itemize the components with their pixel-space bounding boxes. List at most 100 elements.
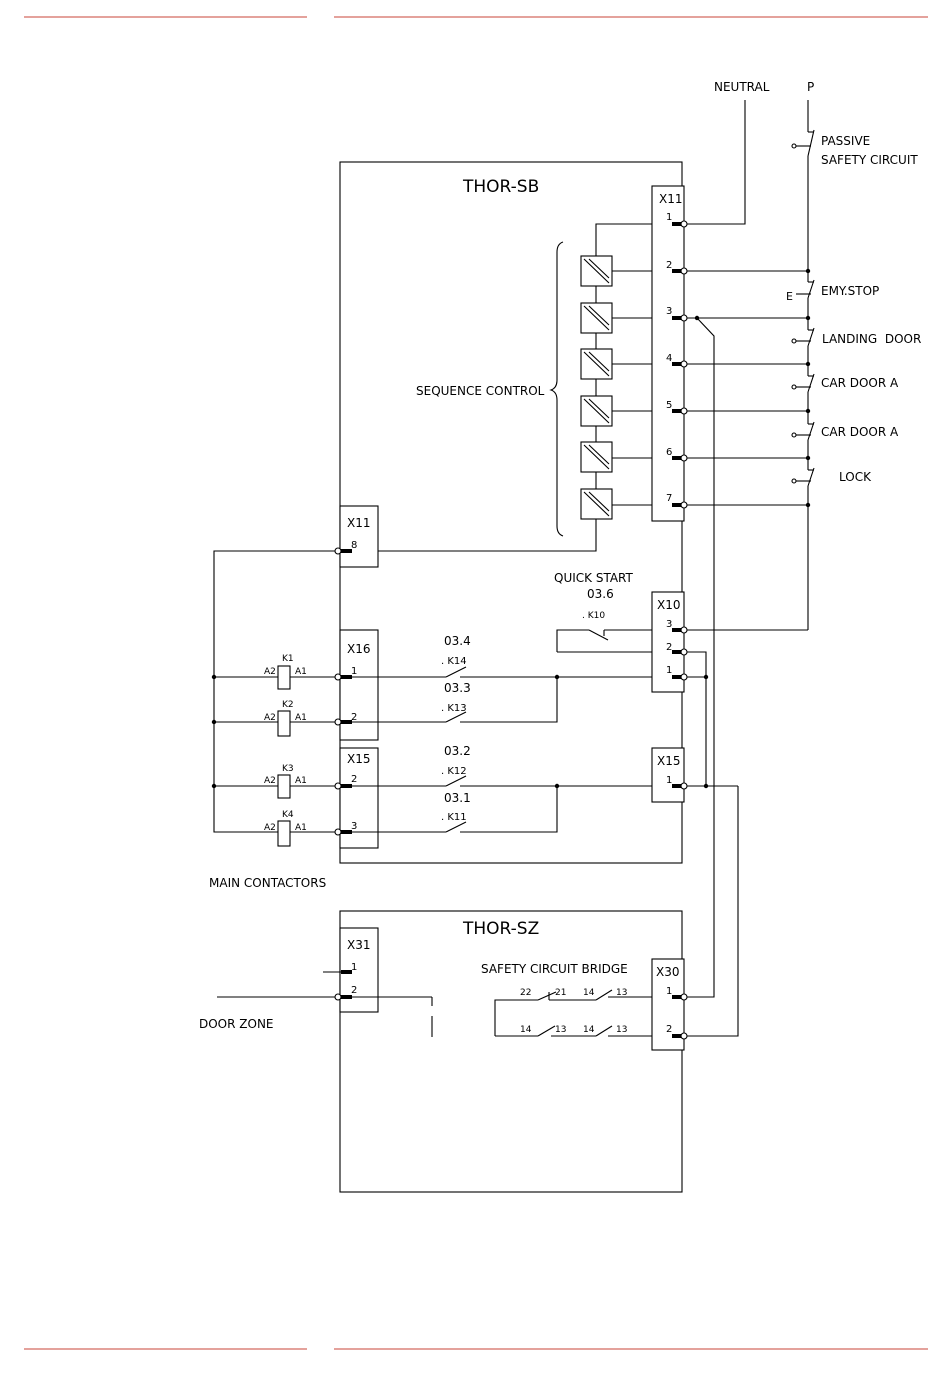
k10-contact-label: . K10	[582, 611, 605, 621]
x15-left-label: X15	[347, 752, 371, 766]
sequence-control-label: SEQUENCE CONTROL	[416, 384, 545, 398]
sequence-element-5	[580, 441, 613, 473]
connector-x15-left: X15 2 3	[339, 747, 379, 849]
landing-door-label: LANDING DOOR	[822, 332, 921, 346]
sequence-element-1	[580, 255, 613, 287]
bridge-bottom-13a: 13	[555, 1025, 566, 1035]
connector-x16: X16 1 2	[339, 629, 379, 741]
door-zone-label: DOOR ZONE	[199, 1017, 274, 1031]
x10-label: X10	[657, 598, 681, 612]
main-contactors-label: MAIN CONTACTORS	[209, 876, 326, 890]
safety-bridge-title: SAFETY CIRCUIT BRIDGE	[481, 962, 628, 976]
passive-label: PASSIVE	[821, 134, 870, 148]
lock-switch: LOCK	[791, 467, 872, 487]
x10-pin-2: 2	[666, 642, 672, 653]
x15-left-pin-3: 3	[351, 821, 357, 832]
bridge-interconnects	[684, 315, 739, 1037]
quick-start-title: QUICK START	[554, 571, 634, 585]
connector-x31: X31 1 2	[323, 927, 379, 1013]
bridge-bottom-14b: 14	[583, 1025, 595, 1035]
k14-ref: 03.4	[444, 634, 471, 648]
k13-contact-label: . K13	[441, 703, 467, 714]
sequence-brace	[549, 241, 564, 537]
relay-contact-k14: 03.4 . K14	[340, 634, 684, 678]
page-rules	[24, 16, 928, 1350]
k1-a1-label: A1	[295, 667, 307, 677]
k14-contact-label: . K14	[441, 656, 467, 667]
car-door-a-label-1: CAR DOOR A	[821, 376, 899, 390]
k4-a2-label: A2	[264, 823, 276, 833]
quick-start-contact: QUICK START 03.6 . K10	[554, 571, 808, 653]
k1-label: K1	[282, 654, 294, 664]
k13-ref: 03.3	[444, 681, 471, 695]
bridge-top-13: 13	[616, 988, 627, 998]
k11-ref: 03.1	[444, 791, 471, 805]
thor-sb-title: THOR-SB	[462, 177, 539, 197]
x11-pin-7: 7	[666, 493, 672, 504]
x11-pin-8: 8	[351, 540, 357, 551]
car-door-a-switch-2: CAR DOOR A	[791, 421, 899, 441]
passive-safety-switch: PASSIVE SAFETY CIRCUIT	[791, 129, 918, 167]
x11-pin-4: 4	[666, 353, 672, 364]
k4-label: K4	[282, 810, 294, 820]
x31-pin-2: 2	[351, 985, 357, 996]
x10-pin-1: 1	[666, 665, 672, 676]
x10-pin-3: 3	[666, 619, 672, 630]
x16-pin-1: 1	[351, 666, 357, 677]
x11-pin-2: 2	[666, 260, 672, 271]
x16-pin-2: 2	[351, 712, 357, 723]
safety-circuit-bridge: SAFETY CIRCUIT BRIDGE 22 21 14 13 14 13 …	[481, 962, 684, 1037]
bridge-bottom-14a: 14	[520, 1025, 532, 1035]
x15-right-label: X15	[657, 754, 681, 768]
x11-pin-1: 1	[666, 212, 672, 223]
x15-right-pin-1: 1	[666, 775, 672, 786]
contactor-k1: K1 A2 A1	[214, 654, 340, 690]
relay-contact-k11: 03.1 . K11	[340, 783, 560, 833]
p-label: P	[807, 80, 814, 94]
k4-a1-label: A1	[295, 823, 307, 833]
bridge-top-14: 14	[583, 988, 595, 998]
x16-label: X16	[347, 642, 371, 656]
x30-label: X30	[656, 965, 680, 979]
thor-sz-module	[339, 910, 683, 1193]
thor-sz-title: THOR-SZ	[462, 919, 539, 939]
k12-contact-label: . K12	[441, 766, 467, 777]
safety-chain-rail	[805, 100, 811, 630]
x11-low-label: X11	[347, 516, 371, 530]
car-door-a-label-2: CAR DOOR A	[821, 425, 899, 439]
neutral-rail	[684, 100, 746, 225]
x11-pin-3: 3	[666, 306, 672, 317]
emy-stop-actuator: E	[786, 290, 793, 303]
sequence-element-2	[580, 302, 613, 334]
k3-a2-label: A2	[264, 776, 276, 786]
k1-a2-label: A2	[264, 667, 276, 677]
sequence-element-3	[580, 348, 613, 380]
x31-label: X31	[347, 938, 371, 952]
contactor-k3: K3 A2 A1	[214, 764, 340, 799]
sequence-control: SEQUENCE CONTROL	[340, 223, 684, 552]
x30-pin-1: 1	[666, 986, 672, 997]
door-zone-wire: DOOR ZONE	[199, 996, 433, 1037]
quick-start-ref: 03.6	[587, 587, 614, 601]
k2-a2-label: A2	[264, 713, 276, 723]
lock-label: LOCK	[839, 470, 872, 484]
car-door-a-switch-1: CAR DOOR A	[791, 373, 899, 393]
connector-x15-right: X15 1	[651, 747, 685, 803]
neutral-label: NEUTRAL	[714, 80, 770, 94]
x31-pin-1: 1	[351, 962, 357, 973]
relay-contact-k12: 03.2 . K12	[340, 744, 684, 787]
bridge-bottom-13b: 13	[616, 1025, 627, 1035]
connector-x11-low: X11 8	[339, 505, 379, 568]
bridge-top-21: 21	[555, 988, 566, 998]
safety-circuit-label: SAFETY CIRCUIT	[821, 153, 918, 167]
terminal-rings	[334, 220, 688, 1040]
x30-pin-2: 2	[666, 1024, 672, 1035]
x15-left-pin-2: 2	[351, 774, 357, 785]
sequence-element-6	[580, 488, 613, 520]
emy-stop-label: EMY.STOP	[821, 284, 879, 298]
k11-contact-label: . K11	[441, 812, 467, 823]
x11-safety-wires	[684, 270, 808, 506]
relay-contact-k13: 03.3 . K13	[340, 674, 560, 723]
connector-x11-top: X11 1 2 3 4 5 6 7	[651, 185, 685, 522]
